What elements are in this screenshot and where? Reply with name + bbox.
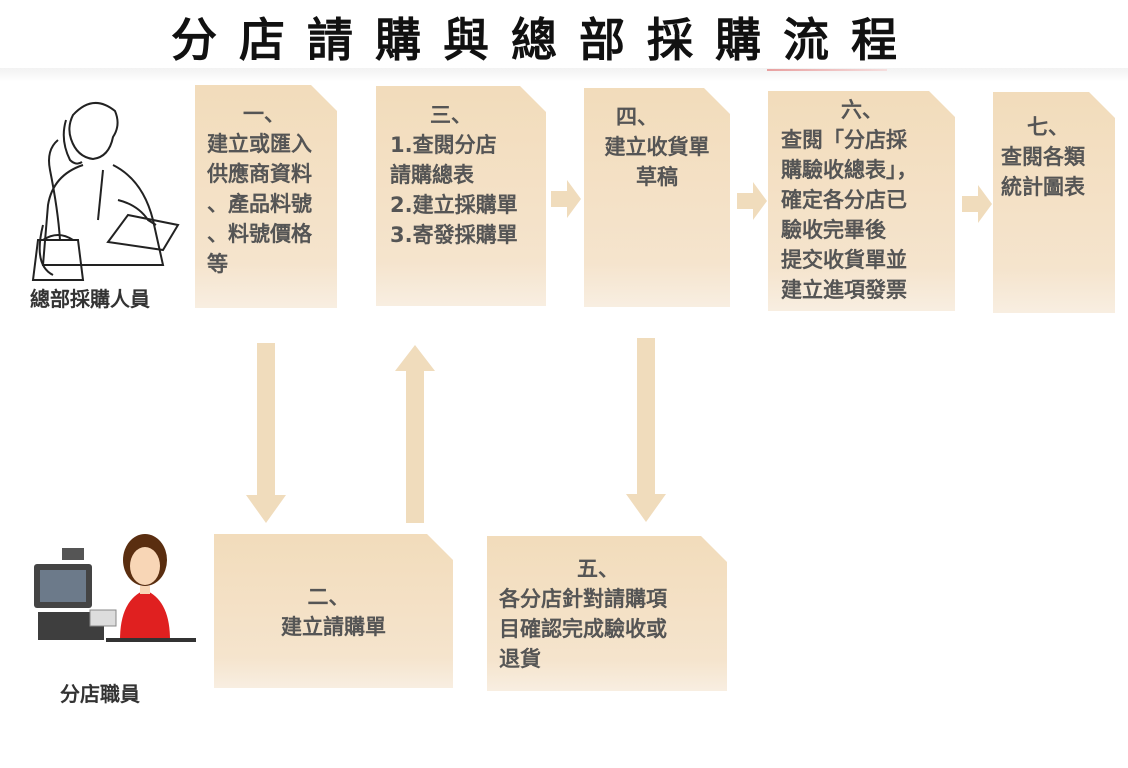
arrow-right-icon <box>551 180 581 218</box>
step-3-box: 三、 1.查閱分店 請購總表 2.建立採購單 3.寄發採購單 <box>376 86 546 306</box>
header-band <box>0 68 1128 82</box>
step-4-box: 四、 建立收貨單 草稿 <box>584 88 730 307</box>
page-title: 分店請購與總部採購流程 <box>171 13 919 67</box>
step-number: 六、 <box>841 98 883 122</box>
step-1-box: 一、 建立或匯入 供應商資料 、產品料號 、料號價格 等 <box>195 85 337 308</box>
step-number: 一、 <box>243 102 285 126</box>
step-7-box: 七、 查閱各類 統計圖表 <box>993 92 1115 313</box>
branch-staff-illustration <box>34 534 196 642</box>
step-text: 查閱「分店採 購驗收總表」， 確定各分店已 驗收完畢後 提交收貨單並 建立進項發… <box>781 128 918 302</box>
step-number: 四、 <box>616 105 658 129</box>
accent-line <box>767 69 887 71</box>
hq-purchaser-label: 總部採購人員 <box>30 287 150 311</box>
step-6-box: 六、 查閱「分店採 購驗收總表」， 確定各分店已 驗收完畢後 提交收貨單並 建立… <box>768 91 955 311</box>
arrow-down-icon <box>626 338 666 522</box>
arrow-right-icon <box>962 185 992 223</box>
step-text: 建立或匯入 供應商資料 、產品料號 、料號價格 等 <box>207 132 312 276</box>
hq-purchaser-illustration <box>31 102 180 281</box>
branch-staff-label: 分店職員 <box>60 682 140 706</box>
step-number: 五、 <box>577 557 619 581</box>
step-text: 各分店針對請購項 目確認完成驗收或 退貨 <box>499 587 667 671</box>
arrow-up-icon <box>395 345 435 523</box>
step-number: 二、 <box>307 585 350 609</box>
arrow-down-icon <box>246 343 286 523</box>
step-text: 建立收貨單 草稿 <box>604 135 710 189</box>
step-number: 三、 <box>430 103 472 127</box>
step-text: 查閱各類 統計圖表 <box>1001 145 1085 199</box>
step-text: 建立請購單 <box>281 615 386 639</box>
step-text: 1.查閱分店 請購總表 2.建立採購單 3.寄發採購單 <box>390 133 518 247</box>
step-number: 七、 <box>1027 115 1069 139</box>
step-2-box: 二、 建立請購單 <box>214 534 453 688</box>
step-5-box: 五、 各分店針對請購項 目確認完成驗收或 退貨 <box>487 536 727 691</box>
arrow-right-icon <box>737 182 767 220</box>
